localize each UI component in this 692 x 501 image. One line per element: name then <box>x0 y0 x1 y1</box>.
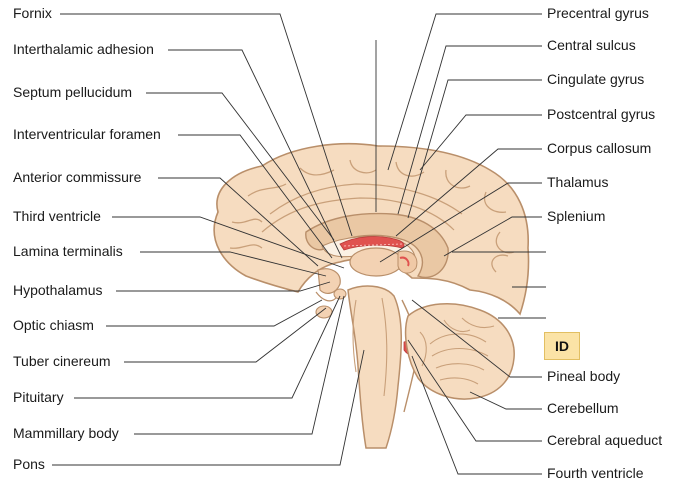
fornix-highlight <box>339 236 405 251</box>
thalamus <box>349 247 418 277</box>
cerebellum <box>404 303 515 400</box>
brainstem <box>347 285 423 449</box>
label-precentral-gyrus: Precentral gyrus <box>547 5 649 21</box>
label-thalamus: Thalamus <box>547 174 609 190</box>
label-fornix: Fornix <box>13 5 52 21</box>
label-central-sulcus: Central sulcus <box>547 37 636 53</box>
label-tuber-cinereum: Tuber cinereum <box>13 353 111 369</box>
label-lamina-terminalis: Lamina terminalis <box>13 243 123 259</box>
label-corpus-callosum: Corpus callosum <box>547 140 652 156</box>
label-postcentral-gyrus: Postcentral gyrus <box>547 106 656 122</box>
label-cerebral-aqueduct: Cerebral aqueduct <box>547 432 663 448</box>
label-cingulate-gyrus: Cingulate gyrus <box>547 71 645 87</box>
label-anterior-commissure: Anterior commissure <box>13 169 142 185</box>
label-optic-chiasm: Optic chiasm <box>13 317 94 333</box>
label-splenium: Splenium <box>547 208 606 224</box>
label-hypothalamus: Hypothalamus <box>13 282 103 298</box>
pituitary-region <box>315 268 347 319</box>
label-pituitary: Pituitary <box>13 389 64 405</box>
leader-lines <box>52 13 546 475</box>
label-pineal-body: Pineal body <box>547 368 621 384</box>
label-septum-pellucidum: Septum pellucidum <box>13 84 133 100</box>
label-interthalamic-adhesion: Interthalamic adhesion <box>13 41 154 57</box>
label-fourth-ventricle: Fourth ventricle <box>547 465 644 481</box>
label-cerebellum: Cerebellum <box>547 400 619 416</box>
label-mammillary-body: Mammillary body <box>13 425 119 441</box>
label-third-ventricle: Third ventricle <box>13 208 101 224</box>
label-interventricular-foramen: Interventricular foramen <box>13 126 161 142</box>
id-answer-box[interactable]: ID <box>544 332 580 360</box>
label-pons: Pons <box>13 456 45 472</box>
